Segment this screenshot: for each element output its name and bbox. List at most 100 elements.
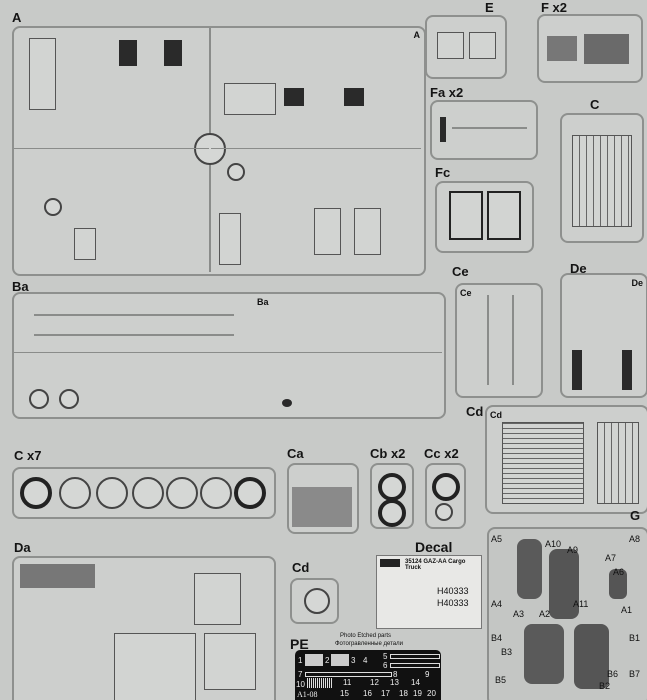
sprue-de-inner-label: De bbox=[631, 278, 643, 288]
runner bbox=[452, 127, 527, 129]
pe-part bbox=[305, 672, 392, 677]
sprue-ba-inner-label: Ba bbox=[257, 297, 269, 307]
tire bbox=[20, 477, 52, 509]
part bbox=[59, 389, 79, 409]
sprue-ca bbox=[287, 463, 359, 534]
wheel-hub bbox=[432, 473, 460, 501]
sprue-e bbox=[425, 15, 507, 79]
part bbox=[44, 198, 62, 216]
part bbox=[440, 117, 446, 142]
figure-part-label: B4 bbox=[491, 633, 503, 643]
tire bbox=[96, 477, 128, 509]
part bbox=[119, 40, 137, 66]
tire bbox=[132, 477, 164, 509]
sprue-de: De bbox=[560, 273, 647, 398]
tire bbox=[59, 477, 91, 509]
figure-part-label: A2 bbox=[539, 609, 551, 619]
pe-number: 7 bbox=[298, 670, 303, 679]
figure-part-label: A6 bbox=[613, 567, 625, 577]
sprue-c7 bbox=[12, 467, 276, 519]
part bbox=[344, 88, 364, 106]
figure-part-label: B6 bbox=[607, 669, 619, 679]
figure-part-label: B3 bbox=[501, 647, 513, 657]
cargo-bed-floor bbox=[502, 422, 584, 504]
part bbox=[20, 564, 95, 588]
part bbox=[227, 163, 245, 181]
tire bbox=[166, 477, 198, 509]
pe-number: 19 bbox=[413, 689, 422, 698]
sprue-f-label: F x2 bbox=[541, 0, 568, 15]
sprue-c bbox=[560, 113, 644, 243]
pe-number: 17 bbox=[381, 689, 390, 698]
decal-plate: H40333 bbox=[437, 598, 469, 608]
sprue-e-label: E bbox=[485, 0, 494, 15]
chassis-rail bbox=[34, 334, 234, 336]
sprue-fc-label: Fc bbox=[435, 165, 451, 180]
figure-part bbox=[524, 624, 564, 684]
sprue-a: A bbox=[12, 26, 426, 276]
part bbox=[194, 573, 241, 625]
pe-number: 4 bbox=[363, 656, 368, 665]
sprue-ba-label: Ba bbox=[12, 279, 29, 294]
figure-part-label: A11 bbox=[573, 599, 589, 609]
sprue-cc-label: Cc x2 bbox=[424, 446, 459, 461]
sprue-ce-label: Ce bbox=[452, 264, 469, 279]
sprue-da-label: Da bbox=[14, 540, 31, 555]
part bbox=[219, 213, 241, 265]
part bbox=[547, 36, 577, 61]
runner bbox=[487, 295, 489, 385]
pe-number: 15 bbox=[340, 689, 349, 698]
part bbox=[572, 135, 632, 227]
decal-sheet: 35124 GAZ-AA Cargo Truck H40333 H40333 bbox=[376, 555, 482, 629]
pe-number: 18 bbox=[399, 689, 408, 698]
pe-number: 9 bbox=[425, 670, 430, 679]
runner bbox=[512, 295, 514, 385]
pe-number: 13 bbox=[390, 678, 399, 687]
pe-title-ru: Фотогравленные детали bbox=[335, 641, 403, 647]
part bbox=[164, 40, 182, 66]
part bbox=[282, 399, 292, 407]
sprue-cc bbox=[425, 463, 466, 529]
figure-part-label: A5 bbox=[491, 534, 503, 544]
part bbox=[449, 191, 483, 240]
part bbox=[284, 88, 304, 106]
part bbox=[572, 350, 582, 390]
sprue-cd-inner-label: Cd bbox=[490, 410, 502, 420]
sprue-g-label: G bbox=[630, 508, 641, 523]
runner bbox=[14, 352, 442, 353]
pe-number: 8 bbox=[393, 670, 398, 679]
sprue-f bbox=[537, 14, 643, 83]
figure-part-label: A3 bbox=[513, 609, 525, 619]
part bbox=[435, 503, 453, 521]
figure-part-label: B2 bbox=[599, 681, 611, 691]
sprue-fa-label: Fa x2 bbox=[430, 85, 464, 100]
sprue-da bbox=[12, 556, 276, 700]
chassis-rail bbox=[34, 314, 234, 316]
pe-number: 3 bbox=[351, 656, 356, 665]
wheel-hub bbox=[378, 499, 406, 527]
decal-logo bbox=[380, 559, 400, 567]
pe-number: 1 bbox=[298, 656, 303, 665]
sprue-cb bbox=[370, 463, 414, 529]
figure-part-label: B7 bbox=[629, 669, 641, 679]
pe-number: 2 bbox=[325, 656, 330, 665]
pe-part bbox=[390, 663, 440, 668]
pe-number: 14 bbox=[411, 678, 420, 687]
figure-part-label: A1 bbox=[621, 605, 633, 615]
part bbox=[114, 633, 196, 700]
decal-title: 35124 GAZ-AA Cargo Truck bbox=[405, 559, 466, 571]
figure-part-label: A8 bbox=[629, 534, 641, 544]
figure-part-label: A10 bbox=[545, 539, 562, 549]
sprue-c7-label: C x7 bbox=[14, 448, 42, 463]
sprue-a-label: A bbox=[12, 10, 22, 25]
part bbox=[622, 350, 632, 390]
figure-part bbox=[517, 539, 542, 599]
pe-part bbox=[305, 654, 323, 666]
sprue-de-label: De bbox=[570, 261, 587, 276]
part bbox=[29, 389, 49, 409]
sprue-a-inner-label: A bbox=[413, 30, 421, 40]
part bbox=[354, 208, 381, 255]
figure-part bbox=[609, 569, 627, 599]
